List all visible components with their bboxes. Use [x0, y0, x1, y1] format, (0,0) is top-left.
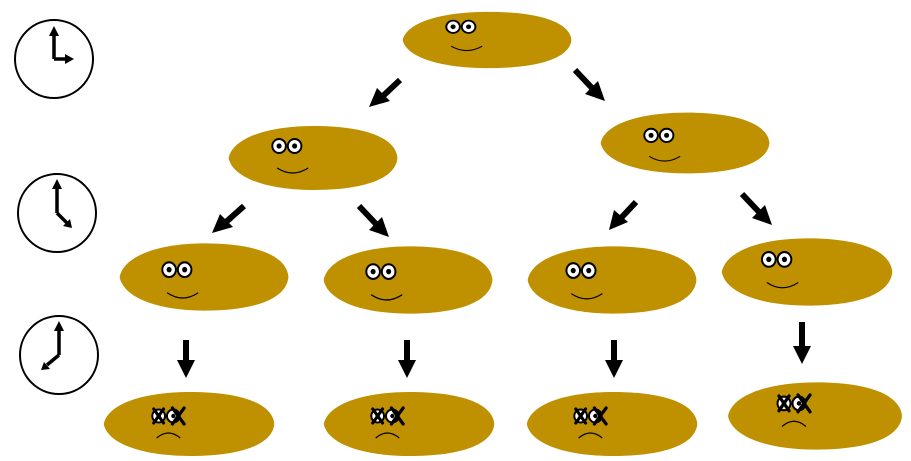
cell-dead	[324, 392, 495, 456]
clock-icon-late	[20, 316, 98, 394]
arrow-row2-a	[212, 206, 244, 233]
cell-alive	[722, 238, 893, 305]
arrow-row2-c	[609, 202, 636, 230]
arrow-row1-left	[369, 80, 400, 107]
clock-icon-middle	[18, 174, 96, 252]
cell-alive	[229, 126, 398, 190]
arrow-row2-b	[359, 206, 389, 237]
cell-alive	[528, 246, 697, 313]
cell-alive	[601, 113, 770, 174]
cell-dead	[728, 382, 902, 449]
cell-alive	[324, 246, 493, 313]
cell-alive	[120, 243, 289, 310]
arrow-row3-c	[605, 340, 623, 378]
arrow-row3-a	[177, 340, 195, 378]
arrow-row3-d	[793, 322, 811, 364]
cell-dead	[104, 392, 275, 456]
cell-alive	[403, 12, 572, 68]
clock-icon-early	[15, 20, 93, 98]
arrow-row2-d	[742, 194, 772, 225]
cell-dead	[527, 392, 698, 456]
arrow-row3-b	[398, 340, 416, 378]
arrow-row1-right	[575, 70, 605, 101]
